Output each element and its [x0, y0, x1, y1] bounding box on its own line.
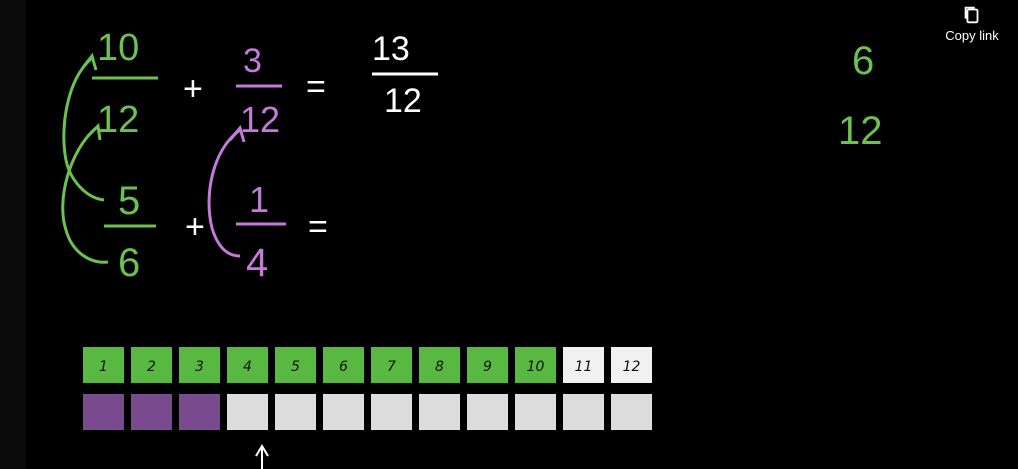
bottom-cell-8: [419, 394, 460, 430]
purple-arrow-head: [228, 124, 246, 143]
twelfths-bottom-row: [83, 394, 652, 430]
top-cell-9: [467, 347, 508, 383]
eq2-a-denominator: 6: [118, 241, 140, 285]
top-cell-label-11: 11: [575, 359, 593, 375]
eq2-plus: +: [185, 208, 205, 246]
top-cell-label-9: 9: [483, 359, 492, 375]
top-cell-label-7: 7: [387, 359, 396, 375]
top-cell-label-4: 4: [243, 359, 252, 375]
top-cell-6: [323, 347, 364, 383]
bottom-cell-2: [131, 394, 172, 430]
eq1-result-denominator: 12: [384, 82, 422, 120]
bottom-cell-12: [611, 394, 652, 430]
top-cell-label-5: 5: [291, 359, 300, 375]
green-arrow-bottom-head: [86, 122, 102, 141]
top-cell-label-2: 2: [147, 359, 156, 375]
top-cell-label-3: 3: [195, 359, 204, 375]
eq1-equals: =: [306, 68, 326, 106]
top-cell-8: [419, 347, 460, 383]
top-cell-label-12: 12: [623, 359, 641, 375]
equation-2: 5 6 + 1 4 =: [104, 179, 328, 285]
top-cell-2: [131, 347, 172, 383]
bottom-cell-1: [83, 394, 124, 430]
top-cell-label-1: 1: [99, 359, 108, 375]
bottom-cell-4: [227, 394, 268, 430]
green-arrow-top-head: [82, 52, 98, 71]
top-cell-5: [275, 347, 316, 383]
side-note-6: 6: [852, 39, 874, 83]
eq1-b-denominator: 12: [240, 99, 280, 140]
arrows: [61, 52, 269, 469]
eq2-a-numerator: 5: [118, 179, 140, 223]
bottom-cell-7: [371, 394, 412, 430]
white-pointer-arrow: [255, 444, 269, 469]
copy-icon: [964, 6, 979, 24]
eq1-b-numerator: 3: [243, 42, 262, 80]
bottom-cell-3: [179, 394, 220, 430]
top-cell-label-6: 6: [339, 359, 348, 375]
top-cell-label-10: 10: [527, 359, 545, 375]
side-note-12: 12: [838, 109, 883, 153]
top-cell-11: [563, 347, 604, 383]
copy-link-button[interactable]: Copy link: [940, 4, 1004, 43]
top-cell-label-8: 8: [435, 359, 444, 375]
bottom-cell-6: [323, 394, 364, 430]
top-cell-7: [371, 347, 412, 383]
top-cell-10: [515, 347, 556, 383]
eq1-plus: +: [183, 70, 203, 108]
eq1-result-numerator: 13: [372, 30, 410, 68]
top-cell-12: [611, 347, 652, 383]
left-edge: [0, 0, 26, 469]
top-cell-4: [227, 347, 268, 383]
purple-arrow: [207, 128, 241, 258]
bottom-cell-9: [467, 394, 508, 430]
eq1-a-numerator: 10: [97, 27, 139, 69]
bottom-cell-10: [515, 394, 556, 430]
bottom-cell-11: [563, 394, 604, 430]
bottom-cell-5: [275, 394, 316, 430]
equation-1: 10 12 + 3 12 = 13 12: [92, 27, 438, 141]
top-cell-3: [179, 347, 220, 383]
eq2-b-numerator: 1: [249, 179, 269, 220]
copy-link-label: Copy link: [945, 28, 999, 43]
eq2-equals: =: [308, 208, 328, 246]
eq1-a-denominator: 12: [97, 99, 139, 141]
green-arrow-bottom: [61, 126, 109, 264]
green-arrow-top: [62, 56, 105, 202]
top-cell-1: [83, 347, 124, 383]
eq2-b-denominator: 4: [246, 241, 268, 285]
